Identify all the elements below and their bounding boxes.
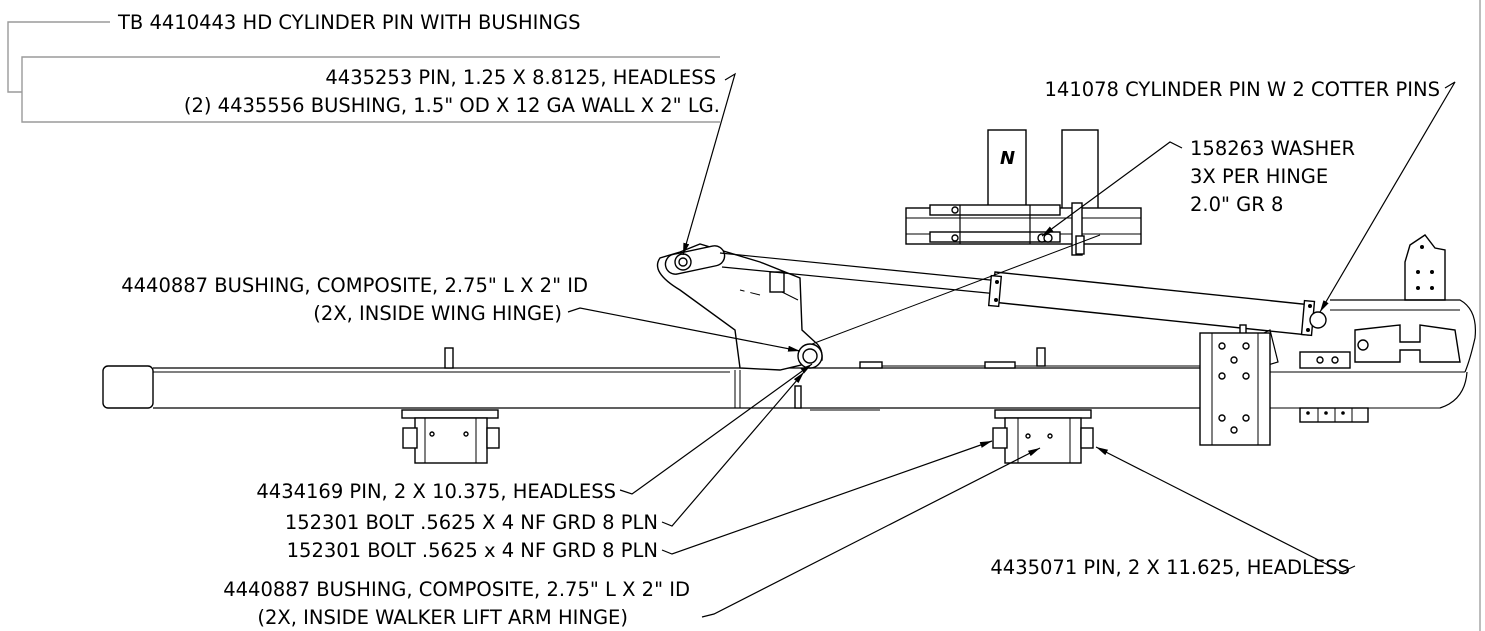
wing-assembly [1239,234,1477,423]
label-bushing-15: (2) 4435556 BUSHING, 1.5" OD X 12 GA WAL… [184,94,720,117]
leader-lines [567,72,1456,618]
label-pin-10375: 4434169 PIN, 2 X 10.375, HEADLESS [256,480,616,503]
label-tb-kit: TB 4410443 HD CYLINDER PIN WITH BUSHINGS [117,11,581,34]
label-bolt-line2: 152301 BOLT .5625 x 4 NF GRD 8 PLN [287,539,658,562]
lift-arm [656,243,823,408]
callout-labels: TB 4410443 HD CYLINDER PIN WITH BUSHINGS… [117,11,1440,629]
left-lower-bracket [401,409,500,464]
label-bushing-wing-line2: (2X, INSIDE WING HINGE) [313,302,562,325]
label-washer-line1: 158263 WASHER [1190,137,1355,160]
label-cylinder-pin: 141078 CYLINDER PIN W 2 COTTER PINS [1045,78,1440,101]
label-washer-line2: 3X PER HINGE [1190,165,1328,188]
hydraulic-cylinder [719,252,1327,337]
label-washer-line3: 2.0" GR 8 [1190,193,1283,216]
label-bushing-walker-line2: (2X, INSIDE WALKER LIFT ARM HINGE) [257,606,628,629]
main-frame-beam [102,347,1468,411]
label-bushing-walker-line1: 4440887 BUSHING, COMPOSITE, 2.75" L X 2"… [223,578,690,601]
label-pin-11625: 4435071 PIN, 2 X 11.625, HEADLESS [990,556,1350,579]
detail-mark: N [1000,148,1015,169]
callout-bracket [7,21,720,123]
label-pin-8812: 4435253 PIN, 1.25 X 8.8125, HEADLESS [325,66,716,89]
label-bolt-line1: 152301 BOLT .5625 X 4 NF GRD 8 PLN [285,511,658,534]
right-lower-bracket [992,409,1094,464]
hinge-detail-view: N [905,129,1142,256]
mount-plate [1199,332,1271,446]
label-bushing-wing-line1: 4440887 BUSHING, COMPOSITE, 2.75" L X 2"… [121,274,588,297]
